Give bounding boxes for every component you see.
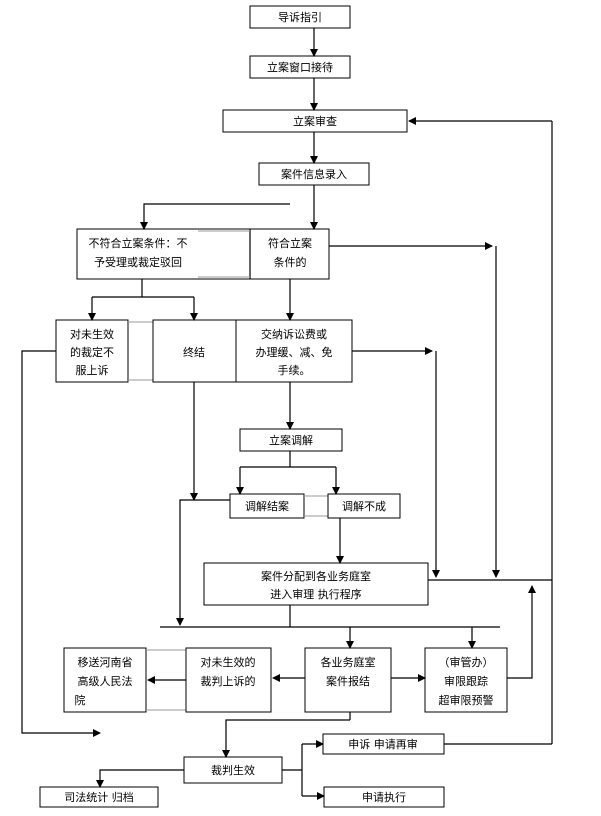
node-stats: 司法统计 归档 [39, 786, 159, 808]
node-qualified: 符合立案 条件的 [268, 236, 312, 269]
svg-text:裁判生效: 裁判生效 [211, 763, 255, 777]
svg-text:各业务庭室: 各业务庭室 [321, 655, 376, 669]
node-effective: 裁判生效 [183, 756, 283, 784]
svg-text:（审管办）: （审管办） [439, 655, 494, 669]
node-mediation: 立案调解 [239, 428, 343, 452]
node-conclude: 终结 [152, 319, 237, 383]
svg-text:案件报结: 案件报结 [326, 674, 370, 688]
node-assign: 案件分配到各业务庭室 进入审理 执行程序 [203, 562, 429, 606]
svg-text:案件分配到各业务庭室: 案件分配到各业务庭室 [261, 569, 371, 583]
node-guide: 导诉指引 [249, 5, 351, 29]
svg-text:交纳诉讼费或: 交纳诉讼费或 [261, 327, 327, 341]
node-audit: （审管办） 审限跟踪 超审限预警 [424, 647, 508, 713]
node-mediation-failed: 调解不成 [327, 493, 401, 519]
svg-text:服上诉: 服上诉 [76, 364, 109, 377]
node-execution: 申请执行 [323, 786, 445, 808]
node-retrial: 申诉 申请再审 [322, 733, 445, 755]
svg-text:导诉指引: 导诉指引 [278, 10, 322, 24]
svg-text:不符合立案条件：不: 不符合立案条件：不 [89, 236, 188, 250]
node-mediation-settled: 调解结案 [229, 493, 305, 519]
node-appeal-nonfinal: 对未生效 的裁定不 服上诉 [55, 319, 129, 383]
svg-text:终结: 终结 [183, 345, 205, 359]
svg-text:院: 院 [75, 693, 86, 707]
node-transfer: 移送河南省 高级人民法 院 [63, 647, 147, 713]
svg-text:条件的: 条件的 [274, 255, 307, 269]
svg-text:对未生效: 对未生效 [70, 327, 114, 341]
svg-text:裁判上诉的: 裁判上诉的 [201, 674, 256, 688]
svg-text:申诉 申请再审: 申诉 申请再审 [348, 737, 418, 751]
svg-text:手续。: 手续。 [278, 363, 311, 377]
node-not-qualified: 不符合立案条件：不 予受理或裁定驳回 [76, 228, 330, 280]
svg-text:移送河南省: 移送河南省 [78, 655, 133, 669]
svg-text:立案调解: 立案调解 [269, 433, 313, 447]
svg-text:申请执行: 申请执行 [362, 790, 406, 804]
svg-text:予受理或裁定驳回: 予受理或裁定驳回 [94, 255, 182, 269]
node-fee: 交纳诉讼费或 办理缓、减、免 手续。 [235, 319, 353, 383]
svg-text:立案窗口接待: 立案窗口接待 [267, 60, 333, 74]
svg-text:审限跟踪: 审限跟踪 [444, 674, 488, 688]
svg-text:案件信息录入: 案件信息录入 [281, 167, 347, 181]
svg-text:立案审查: 立案审查 [293, 114, 337, 128]
connectors [21, 28, 553, 800]
node-reception: 立案窗口接待 [249, 55, 351, 79]
svg-text:对未生效的: 对未生效的 [201, 655, 256, 669]
svg-text:高级人民法: 高级人民法 [78, 674, 133, 688]
node-judgment-appeal: 对未生效的 裁判上诉的 [185, 647, 272, 713]
svg-text:调解结案: 调解结案 [245, 499, 289, 513]
svg-text:符合立案: 符合立案 [268, 236, 312, 250]
svg-text:办理缓、减、免: 办理缓、减、免 [256, 345, 333, 359]
svg-text:进入审理 执行程序: 进入审理 执行程序 [270, 587, 362, 601]
svg-text:调解不成: 调解不成 [342, 499, 386, 513]
node-tribunal: 各业务庭室 案件报结 [304, 647, 392, 713]
node-review: 立案审查 [222, 109, 408, 133]
svg-text:的裁定不: 的裁定不 [70, 345, 114, 359]
svg-text:司法统计 归档: 司法统计 归档 [64, 790, 134, 804]
svg-text:超审限预警: 超审限预警 [439, 693, 494, 707]
node-info-entry: 案件信息录入 [258, 162, 370, 186]
